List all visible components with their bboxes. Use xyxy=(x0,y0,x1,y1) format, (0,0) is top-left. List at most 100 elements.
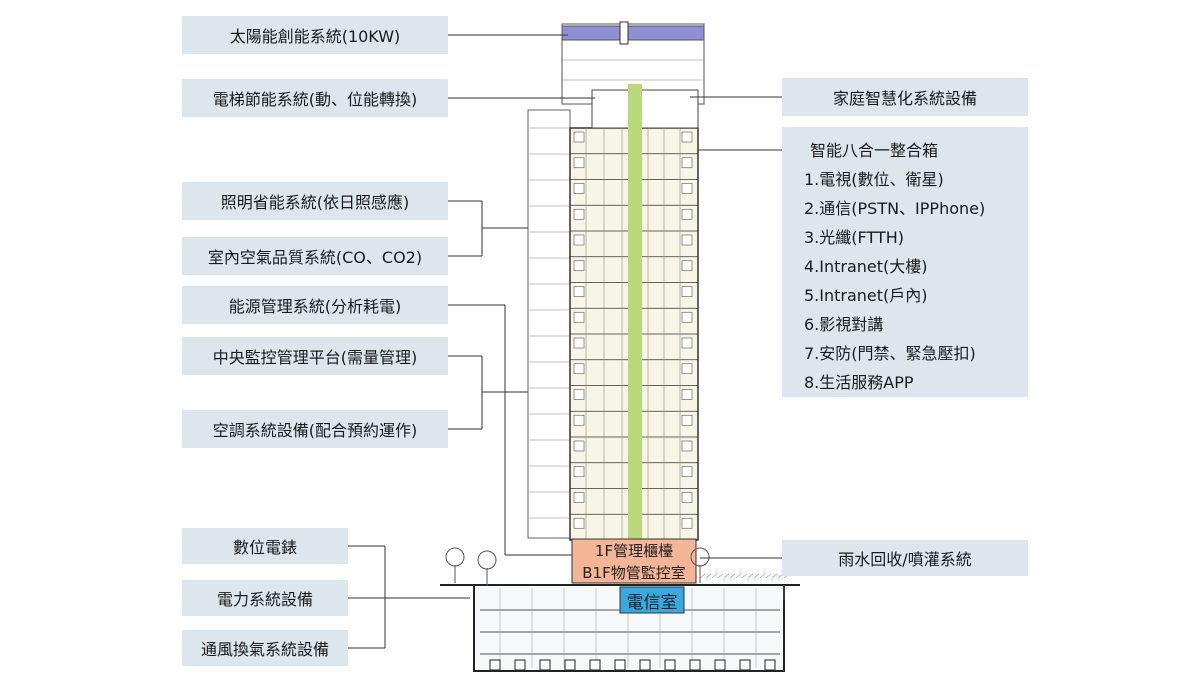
unit-window xyxy=(681,208,693,220)
unit-window xyxy=(573,286,585,297)
unit-window xyxy=(681,466,693,478)
planting-hatch xyxy=(753,573,760,579)
label-hvac-text: 空調系統設備(配合預約運作) xyxy=(212,421,418,440)
planting-hatch xyxy=(723,573,730,579)
tree-icon xyxy=(445,547,465,567)
label-ventilation-text: 通風換氣系統設備 xyxy=(200,640,329,659)
label-rainwater: 雨水回收/噴灌系統 xyxy=(782,540,1028,576)
unit-window xyxy=(681,260,693,272)
telecom-block xyxy=(619,586,685,614)
unit-window xyxy=(573,260,585,272)
label-rainwater-text: 雨水回收/噴灌系統 xyxy=(838,550,972,569)
smart-box-item: 2.通信(PSTN、IPPhone) xyxy=(804,199,986,218)
basement-footing xyxy=(539,659,551,671)
smart-box-item: 4.Intranet(大樓) xyxy=(804,257,928,276)
roof-mast xyxy=(619,21,629,45)
planting-hatch xyxy=(717,573,724,579)
basement-footing xyxy=(514,659,526,671)
zone-lobby-text: 1F管理櫃檯 xyxy=(594,541,674,560)
zone-telecom-label: 電信室 xyxy=(620,587,684,613)
label-elevator: 電梯節能系統(動、位能轉換) xyxy=(182,79,448,117)
unit-window xyxy=(681,414,693,426)
unit-window xyxy=(681,337,693,349)
label-solar: 太陽能創能系統(10KW) xyxy=(182,16,448,54)
label-ventilation: 通風換氣系統設備 xyxy=(182,630,348,666)
planting-hatch xyxy=(759,573,766,579)
unit-window xyxy=(573,337,585,349)
label-power: 電力系統設備 xyxy=(182,580,348,616)
zone-lobby-label: 1F管理櫃檯 xyxy=(572,539,696,561)
basement-footing xyxy=(764,659,776,671)
label-air-quality-text: 室內空氣品質系統(CO、CO2) xyxy=(207,248,423,267)
unit-window xyxy=(573,466,585,478)
smart-box-item: 7.安防(門禁、緊急壓扣) xyxy=(804,344,976,363)
smart-box-item: 6.影視對講 xyxy=(804,315,884,334)
planting-hatch xyxy=(729,573,736,579)
label-solar-text: 太陽能創能系統(10KW) xyxy=(229,27,401,46)
unit-window xyxy=(573,363,585,375)
zone-telecom-text: 電信室 xyxy=(626,592,678,613)
tower-left-wing xyxy=(527,109,571,539)
planting-hatch xyxy=(771,573,778,579)
planting-hatch xyxy=(747,573,754,579)
unit-window xyxy=(681,389,693,400)
label-central-monitor-text: 中央監控管理平台(需量管理) xyxy=(212,348,418,367)
label-smart-home: 家庭智慧化系統設備 xyxy=(782,78,1028,116)
unit-window xyxy=(573,492,585,503)
basement-footing xyxy=(689,659,701,671)
zone-control-room-text: B1F物管監控室 xyxy=(582,563,686,582)
unit-window xyxy=(681,157,693,169)
unit-window xyxy=(573,517,585,529)
label-central-monitor: 中央監控管理平台(需量管理) xyxy=(182,337,448,375)
unit-window xyxy=(681,492,693,503)
label-lighting: 照明省能系統(依日照感應) xyxy=(182,182,448,220)
basement-footing xyxy=(614,659,626,671)
unit-window xyxy=(681,183,693,194)
unit-window xyxy=(681,234,693,246)
unit-window xyxy=(681,440,693,452)
label-energy-mgmt-text: 能源管理系統(分析耗電) xyxy=(228,297,402,316)
smart-box-title: 智能八合一整合箱 xyxy=(810,141,939,160)
unit-window xyxy=(573,234,585,246)
penthouse xyxy=(591,89,699,129)
smart-box-item: 5.Intranet(戶內) xyxy=(804,286,928,305)
unit-window xyxy=(681,131,693,143)
planting-hatch xyxy=(735,573,742,579)
basement-footing xyxy=(739,659,751,671)
planting-hatch xyxy=(765,573,772,579)
unit-window xyxy=(573,414,585,426)
unit-window xyxy=(681,286,693,297)
unit-window xyxy=(681,363,693,375)
label-power-text: 電力系統設備 xyxy=(216,590,313,609)
label-smart-home-text: 家庭智慧化系統設備 xyxy=(832,89,977,108)
basement-footing xyxy=(639,659,651,671)
label-air-quality: 室內空氣品質系統(CO、CO2) xyxy=(182,237,448,275)
basement-footing xyxy=(664,659,676,671)
unit-window xyxy=(573,440,585,452)
unit-window xyxy=(573,311,585,323)
unit-window xyxy=(573,208,585,220)
unit-window xyxy=(681,311,693,323)
unit-window xyxy=(573,157,585,169)
solar-panel xyxy=(561,25,705,41)
unit-window xyxy=(573,389,585,400)
label-energy-mgmt: 能源管理系統(分析耗電) xyxy=(182,286,448,324)
smart-box-panel: 智能八合一整合箱 1.電視(數位、衛星) 2.通信(PSTN、IPPhone) … xyxy=(782,127,1028,397)
label-digital-meter-text: 數位電錶 xyxy=(232,538,297,557)
lobby-block xyxy=(571,538,697,584)
smart-box-item: 8.生活服務APP xyxy=(804,373,914,392)
unit-window xyxy=(573,131,585,143)
tree-icon xyxy=(477,550,497,570)
planting-hatch xyxy=(699,573,706,579)
planting-hatch xyxy=(711,573,718,579)
smart-box-item: 3.光纖(FTTH) xyxy=(804,228,904,247)
smart-box-item: 1.電視(數位、衛星) xyxy=(804,170,944,189)
basement-footing xyxy=(489,659,501,671)
planting-hatch xyxy=(741,573,748,579)
label-hvac: 空調系統設備(配合預約運作) xyxy=(182,410,448,448)
basement-footing xyxy=(564,659,576,671)
unit-window xyxy=(573,183,585,194)
basement-footing xyxy=(714,659,726,671)
label-elevator-text: 電梯節能系統(動、位能轉換) xyxy=(212,90,418,109)
